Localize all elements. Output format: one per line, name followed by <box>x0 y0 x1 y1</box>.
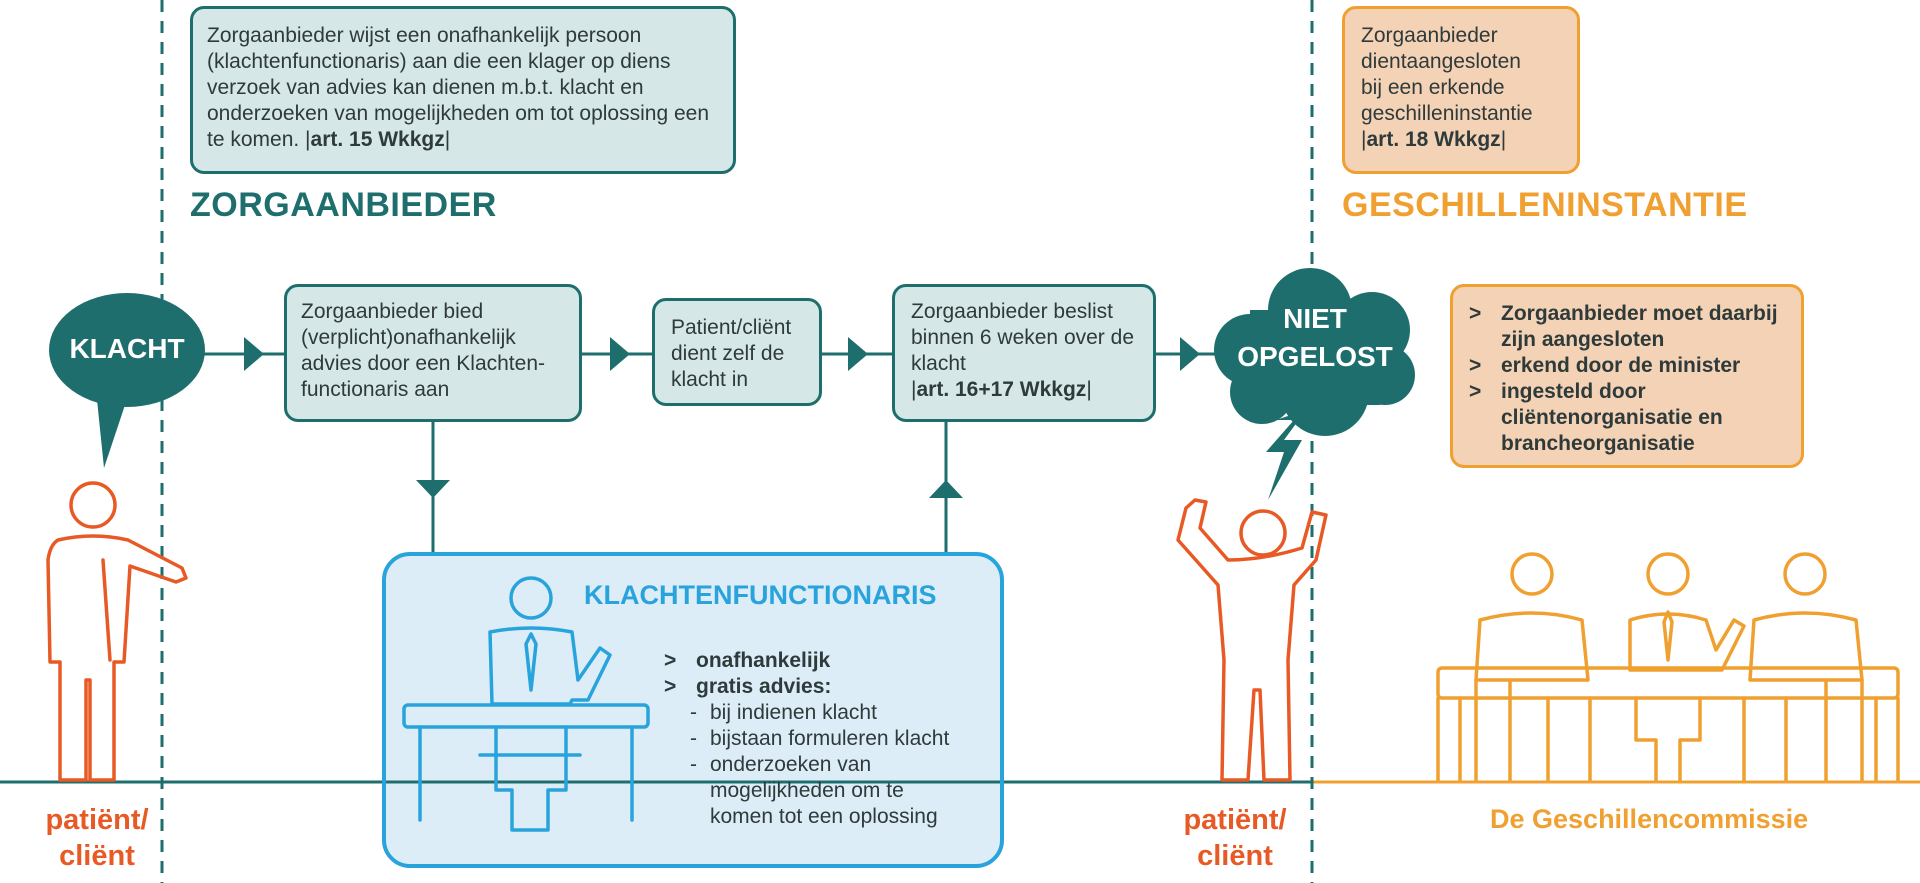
label-patient-left-line2: cliënt <box>59 840 135 872</box>
flow-box-advies: Zorgaanbieder bied (verplicht)onafhankel… <box>284 284 582 422</box>
info-box-zorgaanbieder: Zorgaanbieder wijst een onafhankelijk pe… <box>190 6 736 174</box>
flow-box-beslist-ref-start: | <box>911 378 917 401</box>
label-patient-left-line1: patiënt/ <box>45 804 149 836</box>
label-geschillencommissie: De Geschillencommissie <box>1490 804 1809 834</box>
criteria-list: Zorgaanbieder moet daarbij zijn aangeslo… <box>1469 301 1789 457</box>
info-box-zorgaanbieder-body: Zorgaanbieder wijst een onafhankelijk pe… <box>207 24 710 151</box>
flow-box-beslist-ref: art. 16+17 Wkkgz <box>916 378 1087 401</box>
kf-item-onafhankelijk: onafhankelijk <box>664 648 994 674</box>
info-ref: art. 18 Wkkgz <box>1366 128 1501 151</box>
info-box-geschilleninstantie: Zorgaanbieder dientaangesloten bij een e… <box>1342 6 1580 174</box>
arrow-right-4 <box>1180 337 1200 371</box>
flow-box-advies-text: Zorgaanbieder bied (verplicht)onafhankel… <box>301 300 545 401</box>
info-box-zorgaanbieder-text: Zorgaanbieder wijst een onafhankelijk pe… <box>207 23 719 153</box>
bubble-klacht-text: KLACHT <box>69 333 185 364</box>
flow-box-beslist-body: Zorgaanbieder beslist binnen 6 weken ove… <box>911 300 1134 375</box>
kf-sub-onderzoeken: onderzoeken van mogelijkheden om te kome… <box>690 752 960 830</box>
label-patient-right: patiënt/ cliënt <box>1160 802 1310 874</box>
label-patient-left: patiënt/ cliënt <box>22 802 172 874</box>
label-patient-right-line1: patiënt/ <box>1183 804 1287 836</box>
arrow-right-3 <box>848 337 868 371</box>
kf-item-gratis-advies: gratis advies: <box>664 674 994 700</box>
criteria-item-ingesteld: ingesteld door cliëntenorganisatie en br… <box>1469 379 1789 457</box>
cloud-niet-opgelost-text: NIET OPGELOST <box>1215 300 1415 376</box>
klachtenfunctionaris-sub-items: bij indienen klacht bijstaan formuleren … <box>664 700 994 830</box>
flow-box-indienen-text: Patient/cliënt dient zelf de klacht in <box>671 316 792 391</box>
geschilleninstantie-criteria-box: Zorgaanbieder moet daarbij zijn aangeslo… <box>1450 284 1804 468</box>
flow-box-beslist: Zorgaanbieder beslist binnen 6 weken ove… <box>892 284 1156 422</box>
klachtenfunctionaris-box: KLACHTENFUNCTIONARIS onafhankelijk grati… <box>382 552 1004 868</box>
klachtenfunctionaris-list: onafhankelijk gratis advies: bij indiene… <box>664 648 994 830</box>
arrow-right-2 <box>610 337 630 371</box>
info-line-3: bij een erkende <box>1361 76 1505 99</box>
arrow-right-1 <box>244 337 264 371</box>
flow-box-beslist-ref-end: | <box>1086 378 1092 401</box>
info-box-zorgaanbieder-ref: art. 15 Wkkgz <box>310 128 445 151</box>
info-line-4: geschilleninstantie <box>1361 102 1533 125</box>
klachtenfunctionaris-title: KLACHTENFUNCTIONARIS <box>584 580 937 610</box>
info-line-2: dientaangesloten <box>1361 50 1521 73</box>
kf-sub-indienen: bij indienen klacht <box>690 700 994 726</box>
info-ref-end: | <box>1500 128 1507 151</box>
niet-opgelost-cloud-shape <box>1214 268 1415 500</box>
kf-sub-bijstaan: bijstaan formuleren klacht <box>690 726 994 752</box>
geschillencommissie-icon <box>1436 552 1900 782</box>
klachtenfunctionaris-main-items: onafhankelijk gratis advies: <box>664 648 994 700</box>
flow-box-indienen: Patient/cliënt dient zelf de klacht in <box>652 298 822 406</box>
arrow-up <box>929 480 963 498</box>
klachtenfunctionaris-desk-icon <box>402 576 650 832</box>
info-box-zorgaanbieder-ref-end: | <box>444 128 451 151</box>
flow-arrows <box>196 337 1220 552</box>
info-line-1: Zorgaanbieder <box>1361 24 1498 47</box>
cloud-text-opgelost: OPGELOST <box>1237 341 1393 372</box>
heading-zorgaanbieder: ZORGAANBIEDER <box>190 186 497 224</box>
heading-geschilleninstantie: GESCHILLENINSTANTIE <box>1342 186 1748 224</box>
info-ref-start: | <box>1361 128 1367 151</box>
criteria-item-aangesloten: Zorgaanbieder moet daarbij zijn aangeslo… <box>1469 301 1789 353</box>
info-box-geschilleninstantie-text: Zorgaanbieder dientaangesloten bij een e… <box>1361 23 1563 153</box>
arrow-down <box>416 480 450 498</box>
label-patient-right-line2: cliënt <box>1197 840 1273 872</box>
flow-box-beslist-text: Zorgaanbieder beslist binnen 6 weken ove… <box>911 299 1141 403</box>
cloud-text-niet: NIET <box>1283 303 1347 334</box>
person-left-icon <box>46 481 188 782</box>
klacht-bubble-shape <box>49 293 205 468</box>
criteria-item-erkend: erkend door de minister <box>1469 353 1789 379</box>
person-right-icon <box>1176 498 1328 782</box>
